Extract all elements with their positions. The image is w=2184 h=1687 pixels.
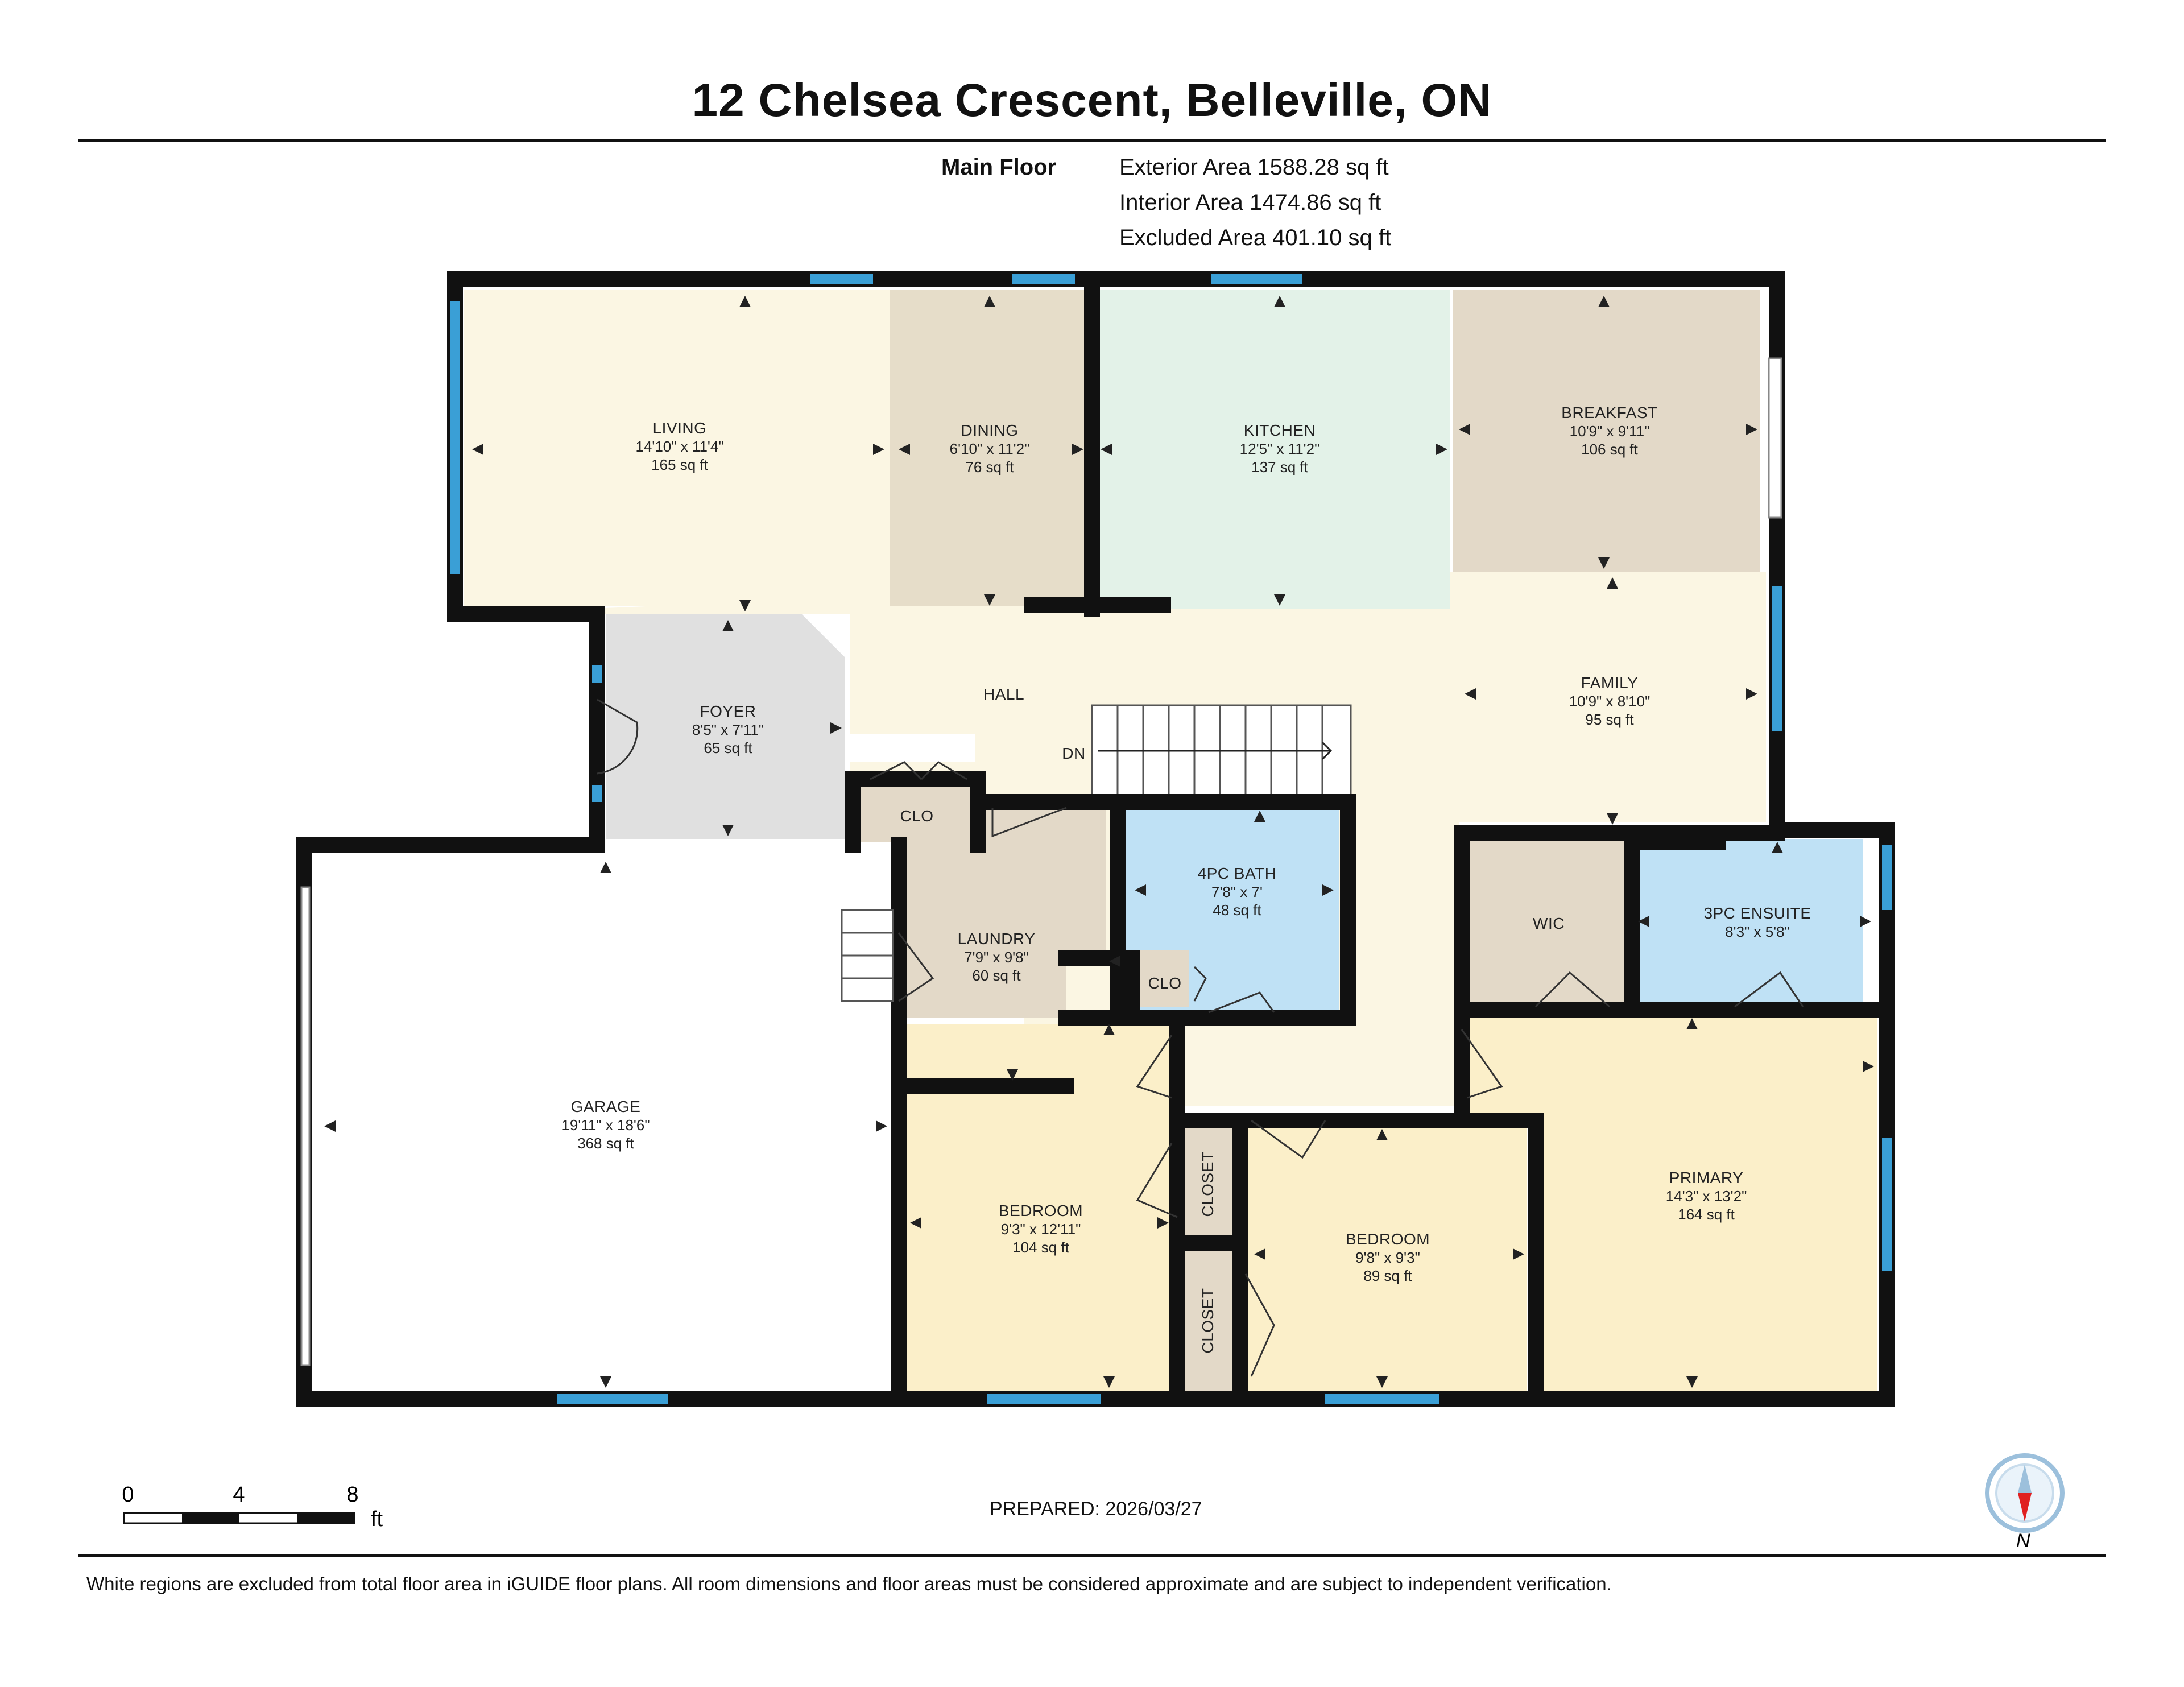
garage-label: GARAGE (571, 1098, 641, 1115)
bath4-dims: 7'8" x 7' (1211, 883, 1263, 900)
living-dims: 14'10" x 11'4" (635, 438, 723, 455)
compass-icon: N (1985, 1453, 2065, 1552)
closet2-floor (1180, 1248, 1237, 1391)
ensuite-floor (1635, 839, 1863, 1004)
dining-floor (890, 290, 1086, 606)
bath4-label: 4PC BATH (1198, 865, 1277, 882)
living-label: LIVING (653, 419, 707, 437)
primary-floor (1462, 1015, 1877, 1391)
breakfast-floor (1453, 290, 1760, 572)
closet1-label: CLOSET (1199, 1151, 1217, 1217)
kitchen-dims: 12'5" x 11'2" (1240, 440, 1320, 457)
bedroom1-area: 104 sq ft (1012, 1239, 1070, 1256)
breakfast-label: BREAKFAST (1561, 404, 1657, 421)
kitchen-floor (1092, 290, 1450, 609)
primary-dims: 14'3" x 13'2" (1666, 1188, 1747, 1205)
prepared-date: PREPARED: 2026/03/27 (990, 1498, 1202, 1520)
door-swings (597, 698, 1804, 1377)
kitchen-label: KITCHEN (1244, 421, 1316, 439)
primary-label: PRIMARY (1669, 1169, 1744, 1186)
garage-dims: 19'11" x 18'6" (561, 1117, 650, 1134)
footer-divider (78, 1554, 2106, 1557)
clo1-label: CLO (900, 807, 933, 825)
title-divider (78, 139, 2106, 142)
page-title: 12 Chelsea Crescent, Belleville, ON (692, 75, 1492, 126)
garage-floor (313, 859, 893, 1391)
closet2-label: CLOSET (1199, 1288, 1217, 1353)
interior-area: Interior Area 1474.86 sq ft (1119, 190, 1381, 215)
clo2-floor (1135, 950, 1189, 1007)
dining-area: 76 sq ft (965, 458, 1014, 475)
foyer-floor (606, 614, 845, 839)
bedroom2-label: BEDROOM (1346, 1230, 1430, 1248)
footer-disclaimer: White regions are excluded from total fl… (86, 1573, 1612, 1594)
breakfast-area: 106 sq ft (1581, 441, 1639, 458)
living-floor (464, 290, 890, 606)
dining-dims: 6'10" x 11'2" (950, 440, 1030, 457)
laundry-dims: 7'9" x 9'8" (964, 949, 1029, 966)
closet1-floor (1180, 1126, 1237, 1237)
stairs (1091, 704, 1352, 797)
bath4-area: 48 sq ft (1213, 902, 1261, 919)
kitchen-area: 137 sq ft (1251, 458, 1309, 475)
stairs-label: DN (1062, 745, 1085, 762)
family-dims: 10'9" x 8'10" (1569, 693, 1651, 710)
bedroom2-dims: 9'8" x 9'3" (1355, 1249, 1420, 1266)
laundry-label: LAUNDRY (958, 930, 1036, 948)
laundry-area: 60 sq ft (972, 967, 1021, 984)
room-fills (313, 290, 1877, 1391)
bedroom1-label: BEDROOM (999, 1202, 1083, 1219)
family-label: FAMILY (1581, 674, 1639, 692)
bedroom1-dims: 9'3" x 12'11" (1001, 1221, 1081, 1238)
hall-label: HALL (983, 685, 1024, 703)
foyer-dims: 8'5" x 7'11" (692, 721, 764, 738)
wic-label: WIC (1533, 915, 1565, 932)
compass-label: N (2016, 1530, 2030, 1552)
windows (450, 274, 1892, 1404)
laundry-floor (904, 805, 1106, 1018)
scale-tick-0: 0 (122, 1483, 134, 1507)
openings (300, 357, 1782, 1366)
foyer-label: FOYER (700, 702, 756, 720)
ensuite-label: 3PC ENSUITE (1703, 904, 1811, 922)
walls (296, 271, 1895, 1407)
living-area: 165 sq ft (651, 456, 709, 473)
dimension-arrows (324, 296, 1874, 1388)
scale-bar: 0 4 8 ft (122, 1483, 383, 1531)
floor-name: Main Floor (941, 155, 1057, 180)
primary-area: 164 sq ft (1678, 1206, 1735, 1223)
family-area: 95 sq ft (1585, 711, 1634, 728)
excluded-area: Excluded Area 401.10 sq ft (1119, 225, 1392, 250)
ensuite-dims: 8'3" x 5'8" (1725, 923, 1790, 940)
wic-floor (1465, 839, 1627, 1004)
exterior-area: Exterior Area 1588.28 sq ft (1119, 155, 1389, 180)
scale-unit: ft (371, 1507, 383, 1531)
room-labels: LIVING 14'10" x 11'4" 165 sq ft DINING 6… (561, 404, 1811, 1354)
garage-area: 368 sq ft (577, 1135, 635, 1152)
clo2-label: CLO (1148, 974, 1181, 992)
bedroom2-floor (1248, 1126, 1527, 1391)
scale-tick-8: 8 (346, 1483, 358, 1507)
bedroom2-area: 89 sq ft (1363, 1267, 1412, 1284)
dining-label: DINING (961, 421, 1019, 439)
foyer-area: 65 sq ft (704, 739, 752, 756)
breakfast-dims: 10'9" x 9'11" (1570, 423, 1650, 440)
scale-tick-4: 4 (233, 1483, 245, 1507)
